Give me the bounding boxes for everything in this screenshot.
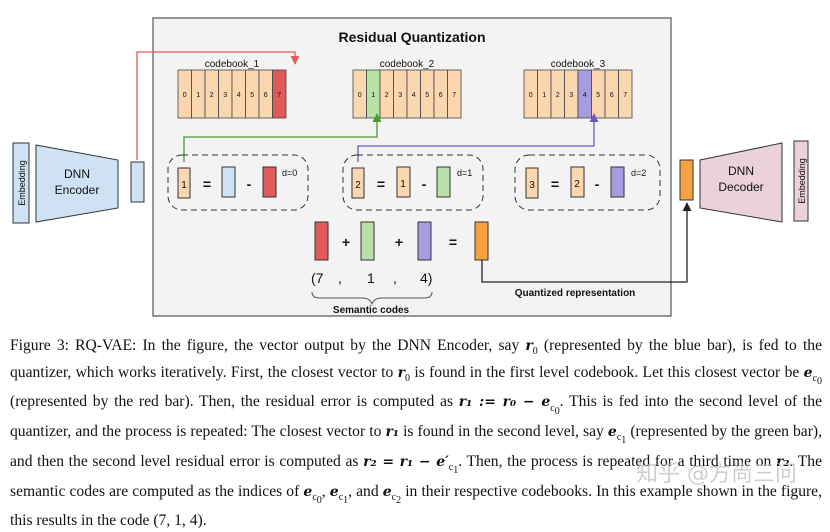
codebook-1-cell-index: 6 [264, 92, 268, 99]
residual-2-label: 2 [355, 180, 361, 191]
residual-3-vector [525, 167, 539, 199]
level-3-minus: - [595, 176, 600, 192]
codebooks: codebook_1 0 1 2 3 4 5 6 7 codebook_2 0 1 2 3 4 5 6 7 code… [177, 59, 633, 119]
codebook-1-cell-index: 3 [223, 92, 227, 99]
level-1-minus: - [247, 176, 252, 192]
codebook-3-cell-index: 5 [596, 92, 600, 99]
codebook-2-cell [447, 69, 462, 119]
codebook-2-cell-index: 3 [398, 92, 402, 99]
codebook-2-cell-index: 2 [385, 92, 389, 99]
dnn-encoder-shape [35, 144, 119, 223]
codebook-2-cell-index: 6 [439, 92, 443, 99]
level-1-input-vector [221, 166, 236, 198]
level-2-input-label: 1 [400, 179, 406, 190]
codebook-3-label: codebook_3 [551, 59, 606, 70]
code-open-7: (7 [311, 270, 324, 286]
semantic-codes-label: Semantic codes [333, 305, 410, 316]
codebook-2-cell-index: 1 [371, 92, 375, 99]
arrow-to-codebook-2 [183, 113, 382, 162]
code-comma-2: , [393, 270, 397, 286]
dnn-encoder-line1: DNN [64, 167, 90, 181]
figure-label: Figure 3: [10, 337, 69, 354]
codebook-1-cell-index: 5 [250, 92, 254, 99]
figure-caption: Figure 3: RQ-VAE: In the figure, the vec… [10, 337, 823, 530]
level-3-input-label: 2 [574, 179, 580, 190]
decoder-embedding-bar [793, 140, 809, 222]
encoder-embedding-label: Embedding [17, 160, 27, 206]
residual-2-vector [351, 167, 365, 199]
codebook-1-cell-index: 7 [277, 92, 281, 99]
semantic-codes-brace [311, 291, 433, 306]
codebook-1-cell-index: 0 [183, 92, 187, 99]
sum-plus-1: + [342, 234, 350, 250]
level-1-distance: d=0 [282, 168, 297, 178]
codebook-2-label: codebook_2 [380, 59, 435, 70]
level-1-codeword-vector [262, 166, 277, 198]
sum-red-vector [314, 221, 329, 261]
residual-level-1-box [167, 154, 309, 211]
codebook-1-cell-index: 2 [210, 92, 214, 99]
codebook-3-cell-index: 2 [556, 92, 560, 99]
decoder-input-vector [679, 159, 694, 201]
codebook-3-cell-index: 1 [542, 92, 546, 99]
level-2-minus: - [422, 176, 427, 192]
dnn-decoder-line1: DNN [728, 164, 754, 178]
arrow-to-decoder [481, 202, 692, 283]
codebook-3-cell [618, 69, 633, 119]
codebook-2-cell-index: 5 [425, 92, 429, 99]
level-3-distance: d=2 [631, 168, 646, 178]
codebook-3-cell-index: 0 [529, 92, 533, 99]
codebook-3-cell-index: 3 [569, 92, 573, 99]
codebook-2-cell-index: 4 [412, 92, 416, 99]
diagram-title: Residual Quantization [338, 29, 485, 45]
dnn-decoder-shape [699, 142, 783, 223]
level-3-codeword-vector [610, 166, 625, 198]
quantized-vector [474, 221, 489, 261]
codebook-1-label: codebook_1 [205, 59, 260, 70]
code-4-close: 4) [420, 270, 432, 286]
code-1: 1 [367, 270, 375, 286]
codebook-2-cell-index: 7 [452, 92, 456, 99]
encoder-embedding-bar [12, 142, 30, 224]
watermark: 知乎 @方尚三问 [636, 462, 797, 487]
level-3-input-vector [570, 166, 585, 198]
residual-3-label: 3 [529, 180, 535, 191]
residual-1-vector [177, 167, 191, 199]
arrow-to-codebook-1 [136, 51, 300, 160]
codebook-1-cell-index: 1 [196, 92, 200, 99]
arrow-to-codebook-3 [357, 113, 599, 162]
codebook-1-cell [272, 69, 287, 119]
encoder-output-vector [130, 161, 145, 203]
rq-vae-diagram: Residual Quantization Embedding DNN Enco… [12, 17, 809, 317]
decoder-embedding-label: Embedding [797, 158, 807, 204]
codebook-1-cell-index: 4 [237, 92, 241, 99]
codebook-3-cell-index: 7 [623, 92, 627, 99]
level-1-equals: = [203, 176, 211, 192]
residual-level-3-box [514, 154, 661, 211]
sum-green-vector [360, 221, 375, 261]
sum-plus-2: + [395, 234, 403, 250]
codebook-3-cell-index: 6 [610, 92, 614, 99]
sum-purple-vector [417, 221, 432, 261]
sum-equals: = [449, 234, 457, 250]
level-2-codeword-vector [436, 166, 451, 198]
code-comma-1: , [338, 270, 342, 286]
quantizer-panel [152, 17, 672, 317]
level-2-equals: = [377, 176, 385, 192]
residual-level-2-box [342, 154, 484, 211]
codebook-3-cell-index: 4 [583, 92, 587, 99]
codebook-2-cell-index: 0 [358, 92, 362, 99]
level-2-input-vector [396, 166, 411, 198]
residual-1-label: 1 [181, 180, 187, 191]
dnn-decoder-line2: Decoder [718, 180, 763, 194]
quantized-representation-label: Quantized representation [515, 288, 636, 299]
level-2-distance: d=1 [457, 168, 472, 178]
level-3-equals: = [551, 176, 559, 192]
dnn-encoder-line2: Encoder [55, 183, 100, 197]
